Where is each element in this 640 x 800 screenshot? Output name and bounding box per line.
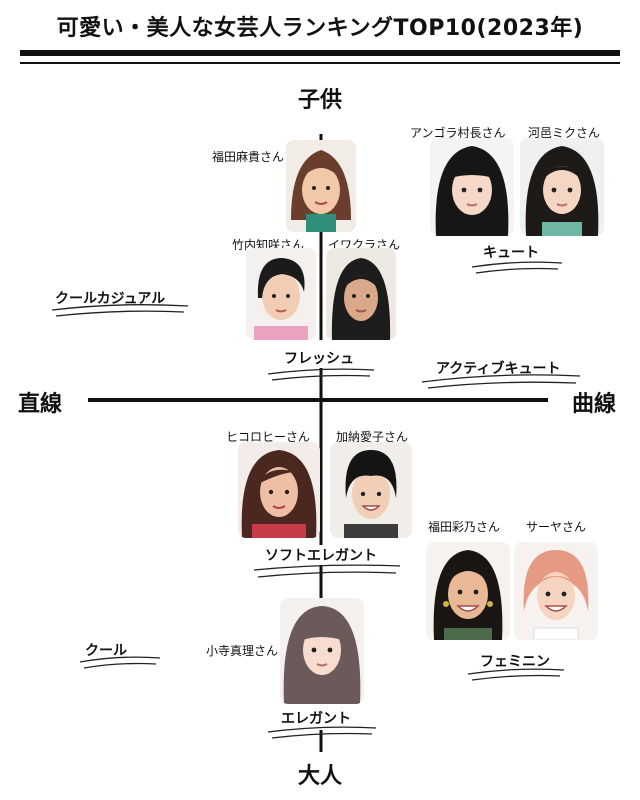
name-fukuda-ayano: 福田彩乃さん [428,520,501,534]
category-fresh: フレッシュ [284,351,354,367]
name-saaya: サーヤさん [526,520,587,534]
name-kawamura: 河邑ミクさん [528,126,601,140]
category-elegant: エレガント [281,711,351,727]
category-feminine: フェミニン [480,654,550,670]
category-cool: クール [85,643,127,659]
portrait-kanou [330,442,412,538]
axis-label-top: 子供 [298,88,343,113]
title-rule-thick [20,50,620,56]
page-title: 可愛い・美人な女芸人ランキングTOP10(2023年) [56,16,584,41]
title-rule-thin [20,62,620,64]
axis-label-left: 直線 [18,392,63,417]
category-soft-elegant: ソフトエレガント [265,548,377,564]
category-cute: キュート [483,245,539,261]
portrait-fukuda-ayano [426,542,510,640]
category-active-cute: アクティブキュート [436,361,561,377]
axis-label-right: 曲線 [572,392,617,417]
portrait-kawamura [520,138,604,236]
name-angora: アンゴラ村長さん [410,126,506,140]
portrait-iwakura [326,248,396,340]
portrait-kodera [280,598,364,704]
name-kanou: 加納愛子さん [336,430,409,444]
portrait-takeuchi [246,248,316,340]
portrait-fukuda-maki [286,140,356,232]
name-fukuda-maki: 福田麻貴さん [212,150,285,164]
name-kodera: 小寺真理さん [206,644,279,658]
category-cool-casual: クールカジュアル [55,291,166,307]
portrait-hikoro [238,442,320,538]
axis-label-bottom: 大人 [298,764,343,789]
portrait-angora [430,138,514,236]
portrait-saaya [514,542,598,640]
name-hikoro: ヒコロヒーさん [226,430,311,444]
